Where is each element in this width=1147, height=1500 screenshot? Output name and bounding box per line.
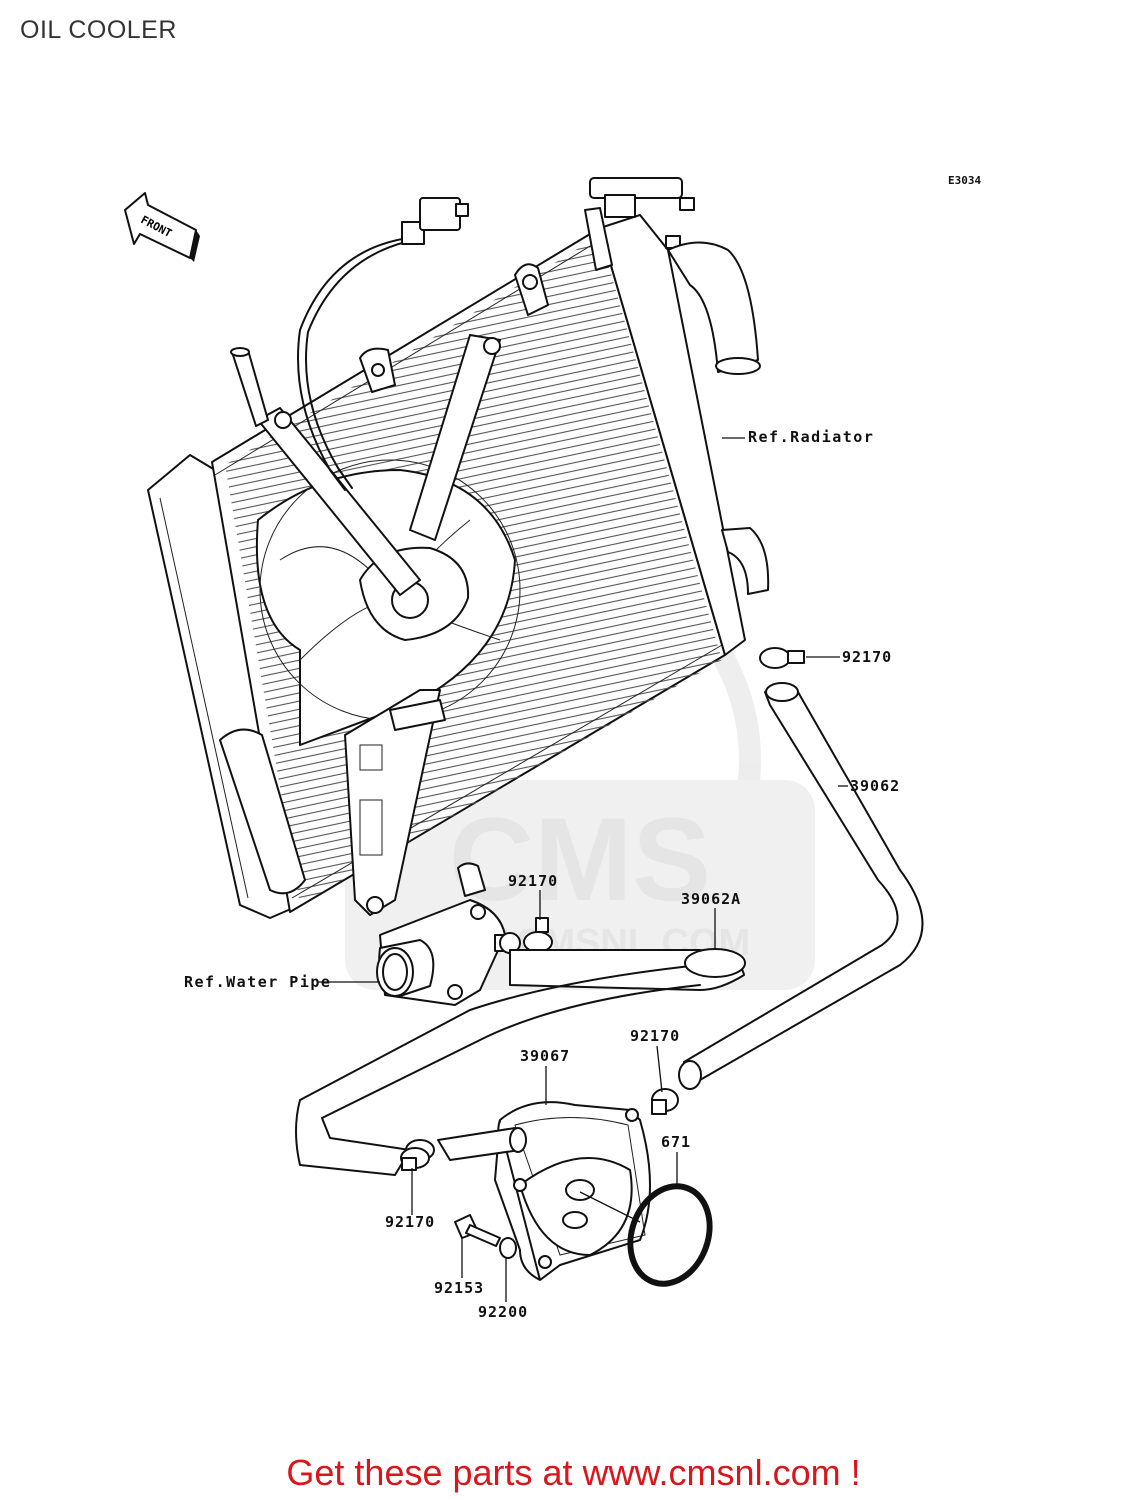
label-671: 671 (661, 1133, 691, 1151)
clamp-92170-bottom (400, 1147, 430, 1171)
hose-39062a (295, 948, 746, 1176)
label-92170-mid: 92170 (508, 872, 558, 890)
diagram-code: E3034 (948, 174, 981, 187)
label-92170-top: 92170 (842, 648, 892, 666)
label-92170-right: 92170 (630, 1027, 680, 1045)
front-arrow-icon: FRONT (124, 192, 200, 262)
clamp-92170-top (759, 647, 805, 669)
radiator-assembly (147, 177, 770, 919)
bolt-92153 (454, 1214, 501, 1247)
water-pipe-fitting (376, 899, 521, 1006)
oil-cooler-39067 (405, 1101, 651, 1281)
page-title: OIL COOLER (20, 16, 177, 44)
washer-92200 (499, 1237, 517, 1259)
label-92153: 92153 (434, 1279, 484, 1297)
label-39062a: 39062A (681, 890, 741, 908)
clamp-92170-right (651, 1088, 679, 1115)
watermark-brand: CMS (449, 794, 711, 926)
clamp-92170-mid (523, 917, 553, 953)
label-ref-radiator: Ref.Radiator (748, 428, 874, 446)
leader-lines (318, 437, 848, 1302)
label-92170-bottom: 92170 (385, 1213, 435, 1231)
label-39062: 39062 (850, 777, 900, 795)
promo-link[interactable]: Get these parts at www.cmsnl.com ! (286, 1452, 861, 1493)
o-ring-671 (627, 1183, 713, 1287)
label-ref-water-pipe: Ref.Water Pipe (184, 973, 331, 991)
label-39067: 39067 (520, 1047, 570, 1065)
hose-39062 (678, 682, 924, 1090)
label-92200: 92200 (478, 1303, 528, 1321)
